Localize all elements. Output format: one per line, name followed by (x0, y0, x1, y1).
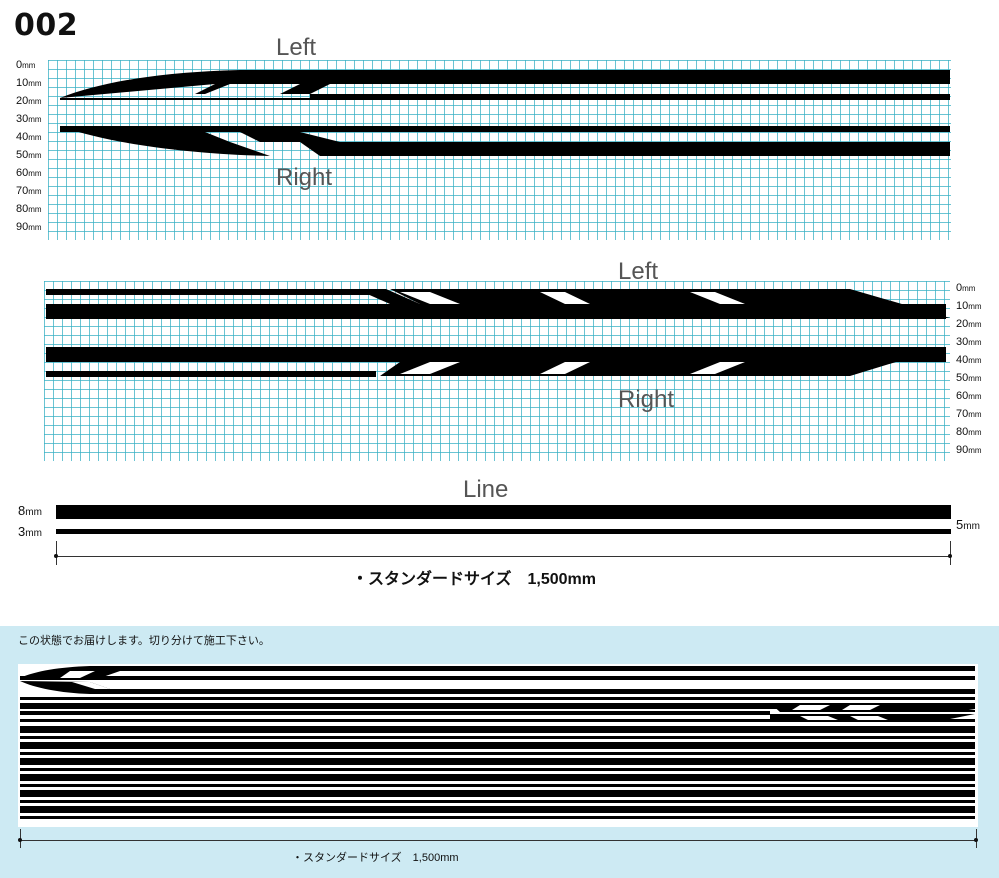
sheet-note: この状態でお届けします。切り分けて施工下さい。 (18, 635, 270, 647)
top-scale-label: 30mm (16, 113, 42, 125)
line-thick-label: 8mm (18, 503, 42, 518)
line-thin-stripe (56, 529, 951, 534)
middle-stripe-graphic (46, 289, 950, 377)
line-dimension-tick (56, 541, 57, 565)
top-left-label: Left (276, 34, 317, 61)
top-scale-label: 50mm (16, 149, 42, 161)
line-dimension-dot (948, 554, 952, 558)
sheet-dimension-dot (974, 838, 978, 842)
sheet-dimension-dot (18, 838, 22, 842)
line-thick-stripe (56, 505, 951, 519)
middle-scale-label: 70mm (956, 408, 982, 420)
line-thin-label: 3mm (18, 524, 42, 539)
middle-scale-label: 10mm (956, 300, 982, 312)
middle-left-label: Left (618, 258, 659, 285)
line-size-caption: ・スタンダードサイズ 1,500mm (352, 571, 597, 588)
middle-scale-label: 0mm (956, 282, 976, 294)
middle-right-label: Right (618, 386, 675, 413)
line-dimension-line (56, 556, 951, 557)
line-title: Line (463, 476, 509, 503)
middle-scale-label: 30mm (956, 336, 982, 348)
middle-scale-label: 60mm (956, 390, 982, 402)
top-scale-label: 0mm (16, 59, 36, 71)
top-scale-label: 80mm (16, 203, 42, 215)
middle-scale-label: 80mm (956, 426, 982, 438)
middle-scale-label: 40mm (956, 354, 982, 366)
line-gap-label: 5mm (956, 517, 980, 532)
product-code: 002 (14, 8, 79, 43)
top-scale-label: 60mm (16, 167, 42, 179)
top-scale-label: 90mm (16, 221, 42, 233)
top-scale-label: 70mm (16, 185, 42, 197)
sheet-size-caption: ・スタンダードサイズ 1,500mm (292, 852, 459, 864)
middle-scale-label: 20mm (956, 318, 982, 330)
top-stripe-graphic (60, 70, 950, 156)
top-scale-label: 10mm (16, 77, 42, 89)
line-dimension-tick (950, 541, 951, 565)
line-dimension-dot (54, 554, 58, 558)
top-scale-label: 20mm (16, 95, 42, 107)
top-right-label: Right (276, 164, 333, 191)
middle-scale-label: 50mm (956, 372, 982, 384)
middle-scale-label: 90mm (956, 444, 982, 456)
sheet-dimension-line (20, 840, 976, 841)
top-scale-label: 40mm (16, 131, 42, 143)
